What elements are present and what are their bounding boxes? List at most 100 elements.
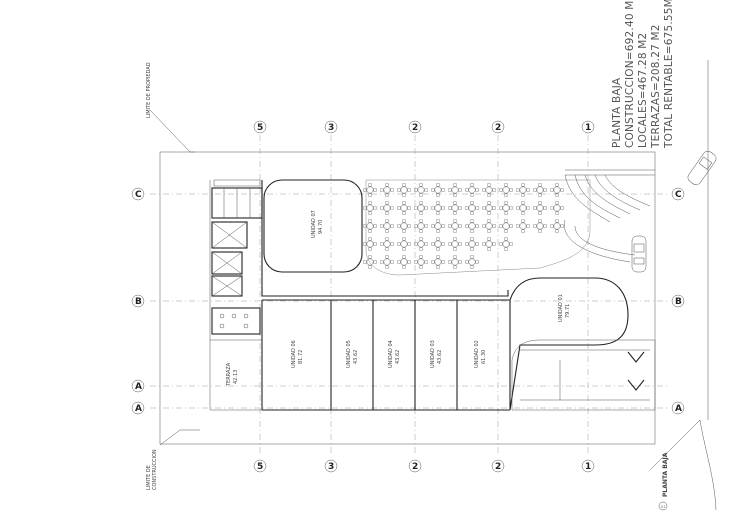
grid-bubbles-right: C B A <box>671 187 685 415</box>
grid-col-1-bottom: 1 <box>585 462 591 472</box>
unit-06-area: 81.72 <box>298 350 304 364</box>
table-set <box>482 219 496 233</box>
terraza-area: 42.13 <box>233 370 239 384</box>
property-boundary: LIMITE DE PROPIEDAD LIMITE DE CONSTRUCCI… <box>146 60 717 511</box>
table-set <box>533 183 547 197</box>
unit-05-name: UNIDAD 05 <box>346 340 352 368</box>
table-set <box>414 183 428 197</box>
table-set <box>550 183 564 197</box>
table-set <box>414 201 428 215</box>
grid-col-1-top: 1 <box>585 123 591 133</box>
summary-title: PLANTA BAJA <box>611 77 623 148</box>
table-set <box>363 201 377 215</box>
table-set <box>465 255 479 269</box>
parking-ramp <box>511 339 656 411</box>
table-set <box>397 201 411 215</box>
terrace-outline <box>365 179 591 276</box>
table-set <box>499 219 513 233</box>
unit-01-name: UNIDAD 01 <box>558 294 564 322</box>
grid-bubbles-top: 5 3 2 2 1 <box>253 120 595 134</box>
table-set <box>516 201 530 215</box>
unit-04-name: UNIDAD 04 <box>388 340 394 368</box>
table-set <box>363 255 377 269</box>
table-set <box>380 183 394 197</box>
table-set <box>550 219 564 233</box>
unit-07-area: 94.70 <box>318 220 324 234</box>
grid-col-3-top: 3 <box>328 123 334 133</box>
table-set <box>516 183 530 197</box>
table-set <box>465 201 479 215</box>
grid-row-b-left: B <box>135 297 142 307</box>
table-set <box>380 219 394 233</box>
table-set <box>397 255 411 269</box>
grid-row-c-right: C <box>675 190 682 200</box>
grid-row-b-right: B <box>675 297 682 307</box>
unit-04-area: 43.62 <box>395 350 401 364</box>
table-set <box>448 255 462 269</box>
table-set <box>448 201 462 215</box>
unit-01-area: 79.71 <box>565 304 571 318</box>
table-set <box>499 183 513 197</box>
limite-propiedad-label: LIMITE DE PROPIEDAD <box>146 62 152 118</box>
summary-construccion: CONSTRUCCION=692.40 M2 <box>624 0 636 148</box>
limite-construccion-label-1: LIMITE DE <box>146 465 152 490</box>
grid-row-a1-left: A <box>135 382 142 392</box>
grid-col-2b-top: 2 <box>495 123 501 133</box>
drawing-tag: 01 <box>661 505 665 509</box>
table-set <box>414 255 428 269</box>
service-core <box>211 179 263 335</box>
table-set <box>431 183 445 197</box>
limite-construccion-label-2: CONSTRUCCION <box>152 449 158 490</box>
table-set <box>448 219 462 233</box>
unit-02-name: UNIDAD 02 <box>474 340 480 368</box>
unit-03-area: 43.62 <box>437 350 443 364</box>
table-set <box>431 255 445 269</box>
table-set <box>550 201 564 215</box>
grid-col-3-bottom: 3 <box>328 462 334 472</box>
table-set <box>465 183 479 197</box>
grid-row-c-left: C <box>135 190 142 200</box>
table-set <box>533 201 547 215</box>
terrace-tables <box>363 179 591 276</box>
car-icon <box>631 235 647 273</box>
unit-03-name: UNIDAD 03 <box>430 340 436 368</box>
grid-bubbles-left: C B A A <box>131 187 145 415</box>
unit-labels: UNIDAD 07 94.70 UNIDAD 06 81.72 UNIDAD 0… <box>226 210 571 387</box>
unit-02-area: 61.30 <box>481 350 487 364</box>
grid-col-2a-top: 2 <box>412 123 418 133</box>
table-set <box>397 183 411 197</box>
summary-terrazas: TERRAZAS=208.27 M2 <box>650 24 662 149</box>
table-set <box>380 201 394 215</box>
grid-col-2a-bottom: 2 <box>412 462 418 472</box>
drawing-title-text: PLANTA BAJA <box>662 452 669 497</box>
area-summary: PLANTA BAJA CONSTRUCCION=692.40 M2 LOCAL… <box>611 0 675 149</box>
table-set <box>448 237 462 251</box>
grid-col-5-top: 5 <box>257 123 263 133</box>
table-set <box>533 219 547 233</box>
table-set <box>465 219 479 233</box>
building <box>209 179 629 411</box>
table-set <box>482 237 496 251</box>
table-set <box>380 255 394 269</box>
street-car-icon <box>687 150 717 186</box>
table-set <box>363 219 377 233</box>
table-set <box>414 237 428 251</box>
unit-05-area: 43.62 <box>353 350 359 364</box>
lot-outline <box>159 151 656 445</box>
table-set <box>499 201 513 215</box>
table-set <box>431 219 445 233</box>
unit-06-name: UNIDAD 06 <box>291 340 297 368</box>
table-set <box>465 237 479 251</box>
table-set <box>363 237 377 251</box>
table-set <box>431 201 445 215</box>
grid-axes <box>150 135 670 455</box>
table-set <box>482 201 496 215</box>
table-set <box>482 183 496 197</box>
grid-col-2b-bottom: 2 <box>495 462 501 472</box>
drawing-title: 01 PLANTA BAJA <box>658 452 669 511</box>
unit-07-name: UNIDAD 07 <box>311 210 317 238</box>
summary-locales: LOCALES=467.28 M2 <box>637 33 649 148</box>
table-set <box>363 183 377 197</box>
grid-row-a2-left: A <box>135 404 142 414</box>
